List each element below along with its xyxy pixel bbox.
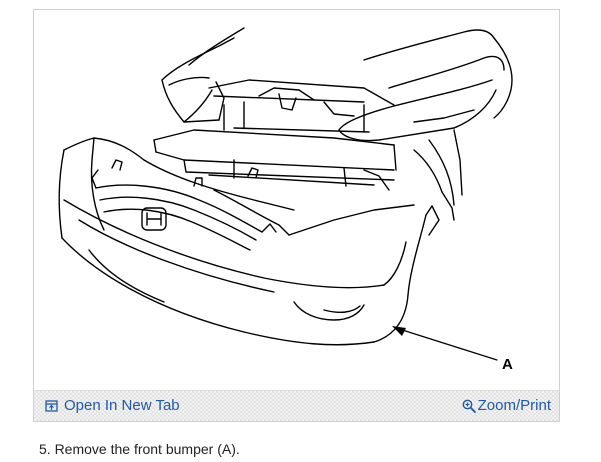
figure-frame: A Open In New Tab [33, 9, 560, 422]
callout-leader-line [395, 327, 498, 361]
callout-arrowhead [392, 326, 406, 336]
bumper-beam-drawing [153, 129, 397, 191]
upper-support-drawing [208, 79, 395, 133]
zoom-print-link[interactable]: Zoom/Print [462, 397, 551, 414]
front-bumper-cover-drawing [58, 137, 440, 346]
open-in-new-tab-link[interactable]: Open In New Tab [45, 397, 180, 414]
left-headlight-drawing [161, 27, 245, 123]
bumper-removal-diagram: A [34, 10, 559, 388]
figure-toolbar: Open In New Tab Zoom/Print [34, 390, 559, 421]
right-headlight-drawing [338, 29, 513, 142]
right-fender-liner-drawing [413, 129, 463, 221]
front-grille-drawing [91, 169, 277, 251]
zoom-print-label: Zoom/Print [477, 397, 551, 414]
callout-label-a: A [502, 356, 513, 373]
step-caption: 5. Remove the front bumper (A). [39, 441, 240, 457]
bumper-line-art [58, 27, 513, 361]
emblem-drawing [141, 207, 167, 231]
open-new-tab-icon [45, 399, 58, 412]
zoom-magnifier-icon [462, 399, 476, 413]
open-in-new-tab-label: Open In New Tab [64, 397, 180, 414]
mounting-clips-drawing [111, 159, 259, 187]
